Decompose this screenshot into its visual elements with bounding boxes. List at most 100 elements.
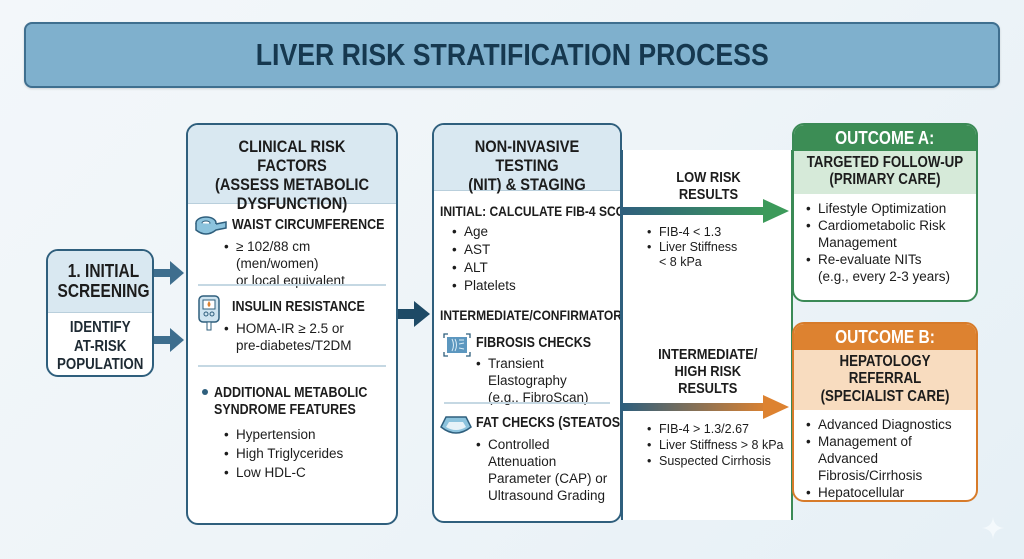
heading-line: SCREENING — [57, 281, 150, 302]
heading-line: (NIT) & STAGING — [468, 175, 586, 195]
label-line: LOW RISK — [675, 169, 741, 186]
bullet-line: Ultrasound Grading — [488, 488, 606, 503]
fib4-bullet: Age — [452, 223, 610, 241]
nit-heading: NON-INVASIVE TESTING(NIT) & STAGING — [434, 125, 620, 195]
body-line: IDENTIFY — [69, 319, 131, 336]
bullet-line: or local equivalent — [236, 273, 345, 288]
insulin-resistance-section: INSULIN RESISTANCE — [232, 299, 386, 315]
risk-to-nit-arrow — [398, 301, 430, 327]
fib4-title: INITIAL: CALCULATE FIB-4 SCORE — [440, 203, 622, 219]
criteria-line: < 8 kPa — [659, 255, 702, 269]
outcome-b-bullets: Advanced Diagnostics Management of Advan… — [794, 410, 976, 501]
outcome-bullet: Re-evaluate NITs(e.g., every 2-3 years) — [806, 251, 968, 285]
heading-line: TARGETED FOLLOW-UP — [806, 154, 964, 171]
heading-line: 1. INITIAL — [67, 261, 140, 281]
glucose-meter-icon — [198, 295, 220, 331]
fat-title: FAT CHECKS (STEATOSIS) — [476, 415, 622, 431]
outcome-b-card: OUTCOME B: HEPATOLOGY REFERRAL(SPECIALIS… — [792, 322, 978, 502]
outcome-bullet: Lifestyle Optimization — [806, 200, 968, 217]
outcome-b-heading: HEPATOLOGY REFERRAL(SPECIALIST CARE) — [794, 350, 976, 411]
label-line: RESULTS — [678, 379, 738, 397]
bullet-line: Cardiometabolic Risk — [818, 217, 946, 233]
title-line: ADDITIONAL METABOLIC — [214, 385, 368, 401]
outcome-b-badge: OUTCOME B: — [794, 324, 976, 350]
criteria-item: FIB-4 > 1.3/2.67 — [647, 421, 784, 437]
outcome-a-card: OUTCOME A: TARGETED FOLLOW-UP(PRIMARY CA… — [792, 123, 978, 302]
fib4-section: INITIAL: CALCULATE FIB-4 SCORE — [440, 203, 620, 219]
bullet-line: Transient Elastography — [488, 356, 567, 388]
bullet-line: Parameter (CAP) or — [488, 471, 608, 486]
body-line: POPULATION — [56, 356, 144, 374]
elastography-scan-icon — [443, 333, 471, 357]
metabolic-bullet: Low HDL-C — [224, 463, 386, 482]
badge-text: OUTCOME B: — [835, 327, 935, 347]
divider — [198, 284, 386, 286]
ultrasound-probe-icon — [440, 416, 472, 434]
label-line: HIGH RISK — [674, 362, 742, 380]
bullet-line: Management of Advanced — [818, 434, 912, 467]
fibrosis-bullets: Transient Elastography (e.g., FibroScan) — [476, 355, 610, 406]
bullet-line: Re-evaluate NITs — [818, 251, 922, 267]
metabolic-bullet: Hypertension — [224, 425, 386, 444]
fib4-bullet: AST — [452, 241, 610, 259]
badge-text: OUTCOME A: — [835, 128, 935, 148]
waist-bullet: ≥ 102/88 cm (men/women) or local equivale… — [224, 238, 386, 289]
fibrosis-section: FIBROSIS CHECKS — [476, 335, 610, 351]
outcome-bullet: Hepatocellular Carcinoma(HCC) Surveillan… — [806, 484, 968, 501]
title-banner: LIVER RISK STRATIFICATION PROCESS — [24, 22, 1000, 88]
criteria-item: Suspected Cirrhosis — [647, 453, 784, 469]
outcome-a-heading: TARGETED FOLLOW-UP(PRIMARY CARE) — [794, 151, 976, 194]
bullet-line: Fibrosis/Cirrhosis — [818, 468, 923, 484]
heading-line: DYSFUNCTION) — [236, 194, 348, 214]
label-line: INTERMEDIATE/ — [658, 346, 758, 363]
outcome-a-badge: OUTCOME A: — [794, 125, 976, 151]
fib4-bullets: Age AST ALT Platelets — [452, 223, 610, 295]
bullet-line: ≥ 102/88 cm (men/women) — [236, 239, 319, 271]
heading-line: (ASSESS METABOLIC — [214, 175, 370, 195]
insulin-title: INSULIN RESISTANCE — [232, 299, 365, 315]
tape-measure-icon — [195, 216, 227, 235]
waist-title: WAIST CIRCUMFERENCE — [232, 217, 385, 233]
heading-line: CLINICAL RISK FACTORS — [238, 137, 346, 176]
heading-line: NON-INVASIVE TESTING — [474, 137, 580, 176]
section-dot — [202, 389, 208, 395]
bullet-line: Management — [818, 234, 897, 250]
outcome-bullet: Advanced Diagnostics — [806, 416, 968, 433]
heading-line: (PRIMARY CARE) — [829, 171, 941, 189]
high-risk-criteria: FIB-4 > 1.3/2.67 Liver Stiffness > 8 kPa… — [647, 421, 784, 469]
criteria-item: Liver Stiffness< 8 kPa — [647, 240, 737, 270]
fat-section: FAT CHECKS (STEATOSIS) — [476, 415, 620, 431]
body-line: AT-RISK — [73, 337, 127, 355]
bullet-line: Controlled Attenuation — [488, 437, 557, 469]
title-line: SYNDROME FEATURES — [214, 402, 356, 418]
waist-bullets: ≥ 102/88 cm (men/women) or local equivale… — [224, 238, 386, 289]
nit-staging-card: NON-INVASIVE TESTING(NIT) & STAGING INIT… — [432, 123, 622, 523]
divider — [444, 402, 610, 404]
fibrosis-bullet: Transient Elastography (e.g., FibroScan) — [476, 355, 610, 406]
fibrosis-title: FIBROSIS CHECKS — [476, 335, 592, 351]
fib4-bullet: ALT — [452, 259, 610, 277]
sparkle-icon — [982, 517, 1004, 539]
bullet-line: Hepatocellular Carcinoma — [818, 485, 905, 501]
heading-line: (SPECIALIST CARE) — [820, 387, 950, 405]
screening-arrows — [154, 261, 184, 352]
high-risk-arrow — [623, 395, 789, 419]
bullet-line: HOMA-IR ≥ 2.5 or — [236, 321, 344, 336]
criteria-line: Liver Stiffness — [659, 240, 738, 254]
bullet-line: (e.g., FibroScan) — [488, 390, 589, 405]
waist-circumference-section: WAIST CIRCUMFERENCE — [232, 217, 386, 233]
